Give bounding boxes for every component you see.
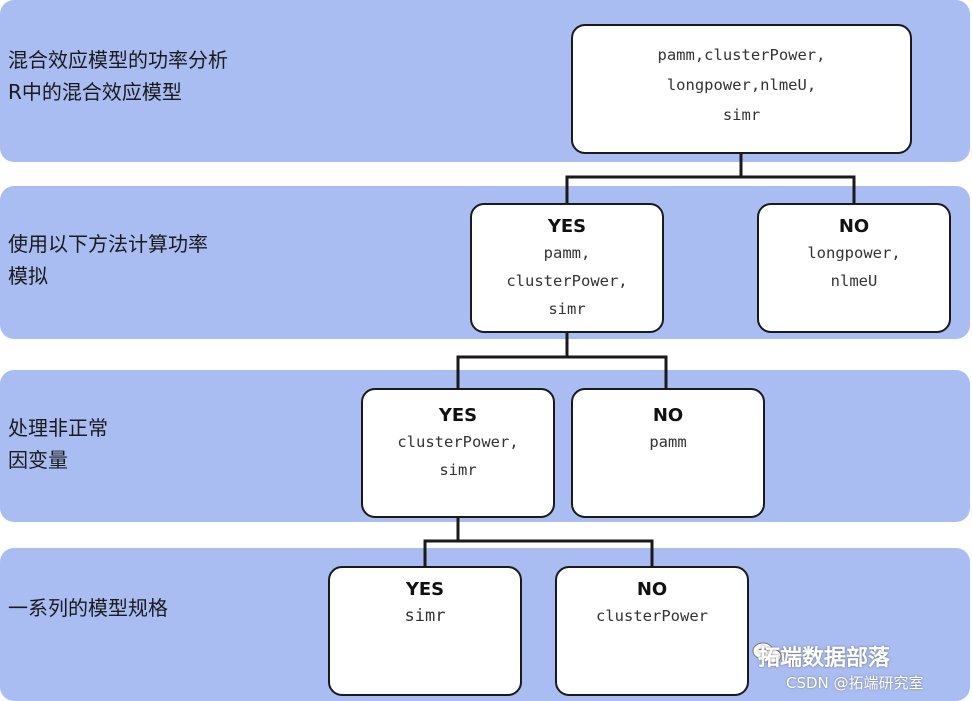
- row-label-1: 混合效应模型的功率分析 R中的混合效应模型: [8, 48, 228, 104]
- yes-node-level-3: YES simr: [328, 566, 522, 696]
- no-node-level-1-head: NO: [838, 216, 870, 237]
- watermark-brand: 拓端数据部落: [758, 646, 891, 671]
- watermark-csdn: CSDN @拓端研究室: [786, 674, 924, 692]
- wechat-icon: [752, 642, 782, 664]
- no-node-level-1: NO longpower, nlmeU: [757, 203, 951, 333]
- yes-node-level-2-head: YES: [438, 405, 478, 426]
- connector-l2-no: [425, 539, 654, 568]
- row-label-2: 使用以下方法计算功率 模拟: [8, 232, 208, 288]
- no-node-level-1-body: longpower, nlmeU: [807, 244, 901, 290]
- yes-node-level-2: YES clusterPower, simr: [361, 388, 555, 518]
- row-label-4: 一系列的模型规格: [8, 596, 168, 620]
- yes-node-level-2-body: clusterPower, simr: [397, 433, 519, 479]
- no-node-level-2-body: pamm: [649, 433, 687, 451]
- root-node-body: pamm,clusterPower, longpower,nlmeU, simr: [657, 46, 826, 124]
- no-node-level-3: NO clusterPower: [555, 566, 749, 696]
- yes-node-level-1-head: YES: [547, 216, 587, 237]
- row-label-3: 处理非正常 因变量: [8, 416, 108, 472]
- yes-node-level-1: YES pamm, clusterPower, simr: [470, 203, 664, 333]
- yes-node-level-3-body: simr: [404, 606, 446, 626]
- connector-root-no: [741, 175, 856, 204]
- yes-node-level-1-body: pamm, clusterPower, simr: [506, 244, 628, 318]
- no-node-level-2: NO pamm: [571, 388, 765, 518]
- root-node: pamm,clusterPower, longpower,nlmeU, simr: [571, 24, 912, 154]
- connector-root: [565, 153, 743, 204]
- connector-l1: [456, 331, 569, 389]
- no-node-level-3-body: clusterPower: [596, 607, 708, 625]
- connector-l1-no: [567, 355, 668, 389]
- no-node-level-3-head: NO: [636, 579, 668, 600]
- no-node-level-2-head: NO: [652, 405, 684, 426]
- yes-node-level-3-head: YES: [405, 579, 445, 600]
